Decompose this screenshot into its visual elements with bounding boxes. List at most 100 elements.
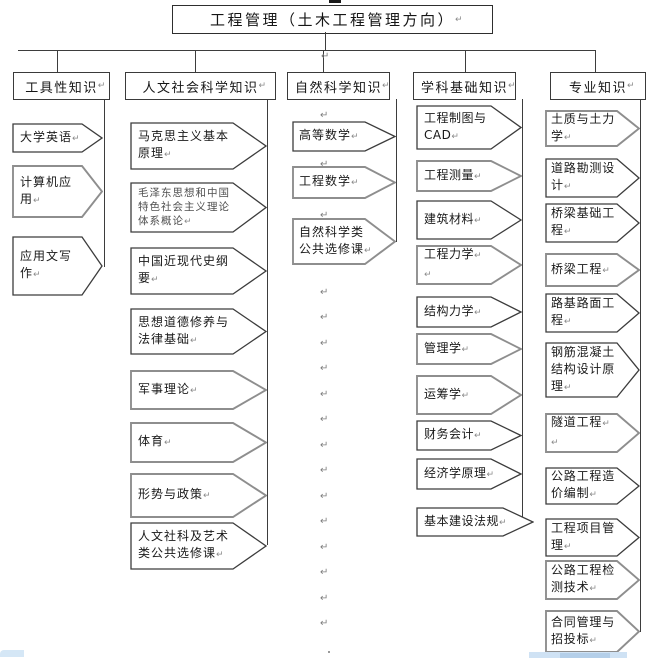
pentagon-outline [545, 467, 640, 505]
course-label-text: 体育↵ [138, 434, 172, 448]
course-label-text: 军事理论↵ [138, 381, 198, 396]
course-name: 公路工程造价编制 [551, 469, 616, 500]
column-connector-line [640, 99, 641, 632]
course-label: 毛泽东思想和中国特色社会主义理论体系概论↵ [138, 183, 233, 232]
category-label: 学科基础知识 [420, 80, 508, 96]
course-shape: 财务会计↵ [416, 420, 522, 451]
course-label: 马克思主义基本原理↵ [138, 123, 233, 169]
course-shape: 应用文写作↵ [12, 236, 103, 296]
course-label-text: 工程项目管理↵ [551, 520, 616, 552]
pentagon-outline [12, 236, 103, 296]
paragraph-mark: ↵ [320, 542, 329, 553]
course-name: 土质与土力学 [551, 111, 616, 143]
pentagon-outline [416, 245, 522, 285]
column-connector-line [396, 99, 397, 242]
pentagon-outline [545, 203, 640, 243]
paragraph-mark: ↵ [320, 491, 329, 502]
pentagon-outline [545, 610, 640, 653]
course-shape: 自然科学类公共选修课↵ [292, 218, 396, 265]
pentagon-outline [545, 560, 640, 600]
pentagon-outline [130, 522, 267, 570]
course-label: 自然科学类公共选修课↵ [299, 219, 372, 264]
pentagon-outline [130, 247, 267, 295]
connector-line [18, 50, 596, 51]
course-label: 建筑材料↵ [424, 201, 491, 239]
course-label-text: 路基路面工程↵ [551, 296, 616, 327]
course-label-text: 基本建设法规↵ [424, 513, 507, 528]
course-shape: 计算机应用↵ [12, 165, 103, 218]
connector-line [325, 32, 326, 50]
course-label: 中国近现代史纲要↵ [138, 248, 233, 294]
pentagon-outline [545, 413, 640, 453]
pentagon-outline [416, 458, 522, 490]
category-label: 自然科学知识 [294, 80, 382, 96]
course-label-text: 人文社科及艺术类公共选修课↵ [138, 529, 230, 560]
course-label: 经济学原理↵ [424, 459, 494, 489]
course-name: 道路勘测设计 [551, 161, 616, 192]
course-label-text: 运筹学↵ [424, 386, 470, 401]
course-label: 人文社科及艺术类公共选修课↵ [138, 523, 233, 569]
course-label-text: 计算机应用↵ [20, 174, 73, 206]
course-name: 计算机应用 [20, 174, 73, 206]
course-shape: 马克思主义基本原理↵ [130, 122, 267, 170]
course-label-text: 马克思主义基本原理↵ [138, 129, 230, 160]
course-shape: 道路勘测设计↵ [545, 158, 640, 198]
course-name: 隧道工程 [551, 415, 603, 429]
course-label: 军事理论↵ [138, 371, 233, 409]
pentagon-outline [130, 370, 267, 410]
course-shape: 工程数学↵ [292, 166, 396, 199]
paragraph-mark: ↵ [320, 465, 329, 476]
course-name: 基本建设法规 [424, 513, 500, 528]
course-shape: 钢筋混凝土结构设计原理↵ [545, 342, 640, 398]
course-name: 体育 [138, 434, 165, 448]
course-label-text: 钢筋混凝土结构设计原理↵ [551, 344, 616, 393]
course-label-text: 工程力学↵ [424, 247, 482, 261]
course-label-text: 中国近现代史纲要↵ [138, 254, 230, 285]
pentagon-outline [545, 253, 640, 287]
course-label-text: 自然科学类公共选修课↵ [299, 224, 372, 260]
paragraph-mark: ↵ [320, 159, 329, 170]
course-label: 思想道德修养与法律基础↵ [138, 309, 233, 354]
extra-paragraph-line: ↵ [424, 270, 432, 280]
pentagon-outline [545, 518, 640, 557]
course-shape: 建筑材料↵ [416, 200, 522, 240]
course-name: 高等数学 [299, 128, 352, 142]
pentagon-outline [416, 200, 522, 240]
course-shape: 桥梁基础工程↵ [545, 203, 640, 243]
course-label: 工程测量↵ [424, 161, 491, 191]
course-shape: 管理学↵ [416, 333, 522, 365]
bottom-right-artifact-inner [560, 653, 610, 658]
course-label-text: 工程测量↵ [424, 167, 482, 182]
course-name: 工程项目管理 [551, 520, 616, 552]
paragraph-mark: ↵ [320, 593, 329, 604]
paragraph-mark: ↵ [320, 440, 329, 451]
course-name: 桥梁工程 [551, 261, 603, 276]
paragraph-mark: ↵ [320, 389, 329, 400]
paragraph-mark: ↵ [320, 110, 329, 121]
paragraph-mark: ↵ [320, 210, 329, 221]
category-box: 专业知识↵ [550, 72, 646, 100]
pentagon-outline [416, 160, 522, 192]
course-label: 路基路面工程↵ [551, 294, 617, 332]
course-name: 经济学原理 [424, 465, 487, 480]
category-box: 学科基础知识↵ [413, 72, 516, 100]
course-shape: 结构力学↵ [416, 296, 522, 328]
course-label-text: 管理学↵ [424, 340, 470, 355]
connector-stub-line [465, 50, 466, 73]
pentagon-outline [416, 105, 522, 150]
course-name: 思想道德修养与法律基础 [138, 314, 230, 346]
course-shape: 大学英语↵ [12, 123, 103, 153]
course-name: 中国近现代史纲要 [138, 254, 230, 285]
course-label-text: 高等数学↵ [299, 128, 359, 142]
clipped-top-mark [329, 0, 341, 3]
category-box: 人文社会科学知识↵ [125, 72, 276, 100]
course-label-text: 公路工程造价编制↵ [551, 469, 616, 500]
pentagon-outline [416, 420, 522, 451]
course-label-text: 合同管理与招投标↵ [551, 614, 616, 646]
course-shape: 中国近现代史纲要↵ [130, 247, 267, 295]
course-name: 结构力学 [424, 303, 475, 318]
pentagon-outline [12, 123, 103, 153]
bottom-left-artifact [0, 650, 24, 657]
pentagon-outline [292, 121, 396, 152]
column-connector-line [522, 99, 523, 522]
